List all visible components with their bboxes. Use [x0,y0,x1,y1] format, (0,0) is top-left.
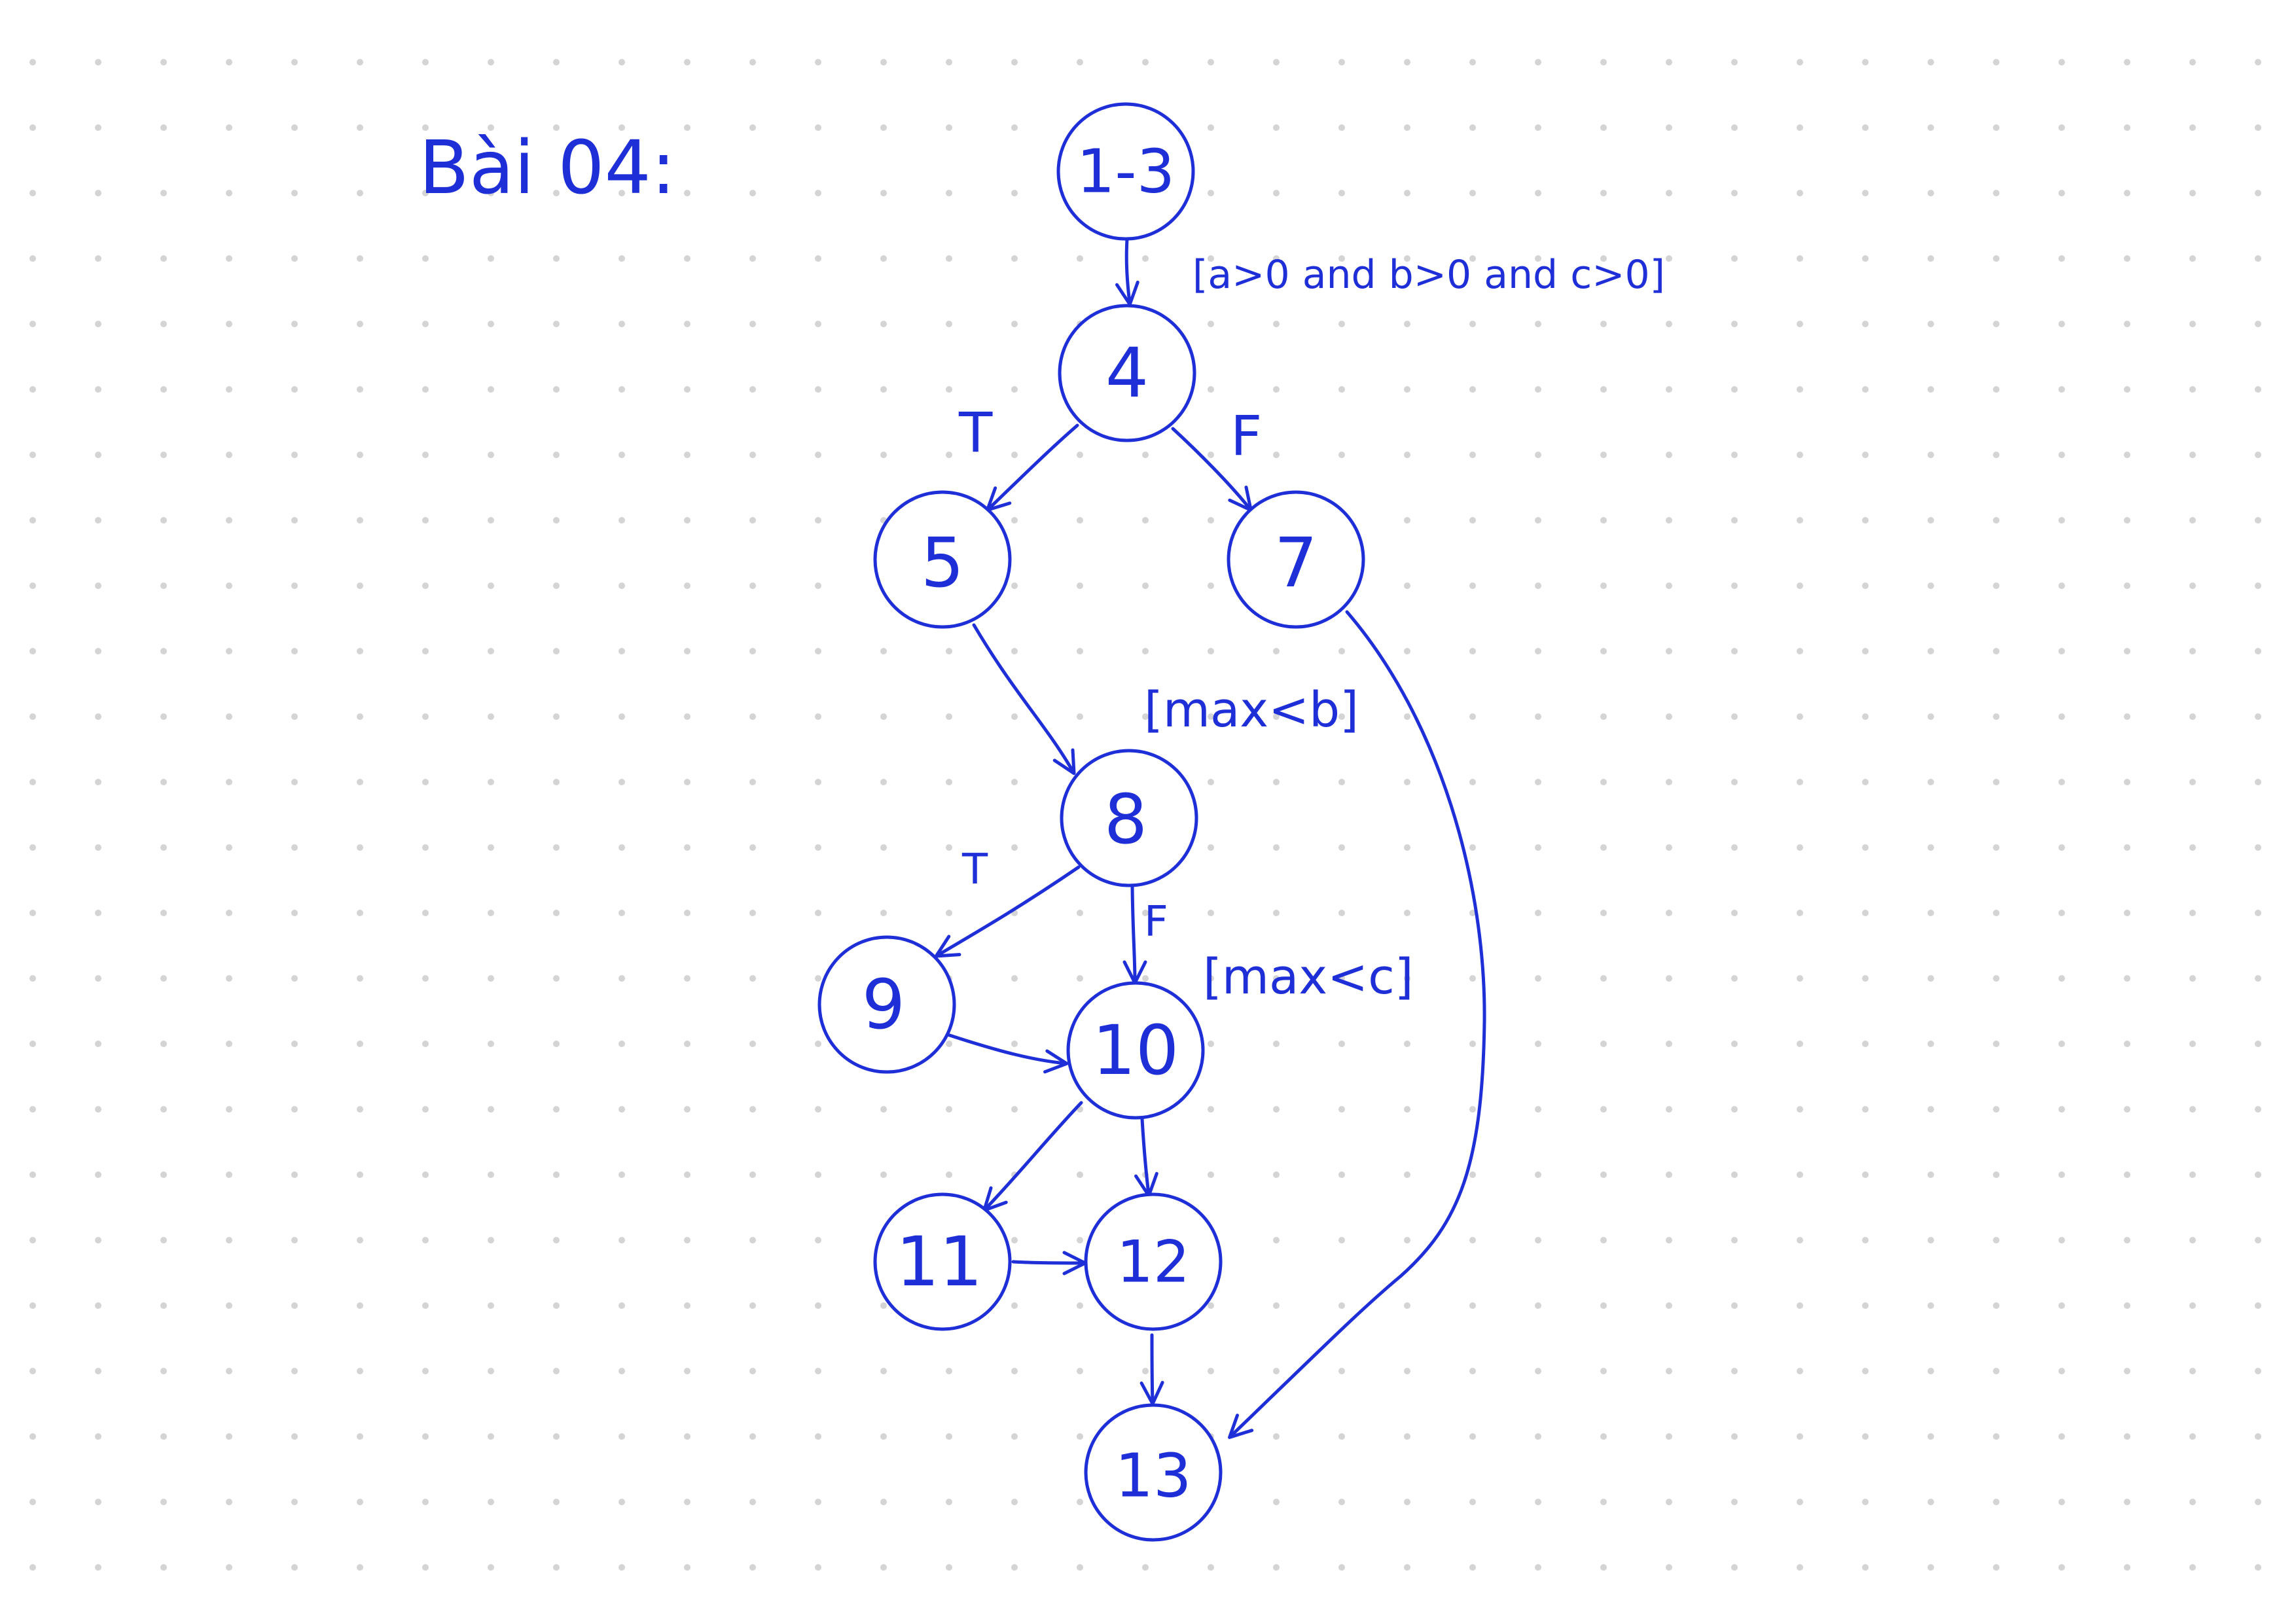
node-8: 8 [1060,749,1198,887]
node-13: 13 [1084,1403,1223,1542]
edges [934,237,1486,1439]
condition-annotations: [a>0 and b>0 and c>0] [max<b] [max<c] [1144,252,1665,1005]
node-circle [1227,490,1365,629]
node-circle [1066,981,1205,1120]
node-11: 11 [873,1192,1012,1331]
edge-label-4-7: F [1230,404,1262,468]
edge-5-to-8 [972,623,1076,776]
node-4: 4 [1058,304,1196,442]
node-circle [873,490,1012,629]
node-label: 9 [862,965,905,1044]
node-label: 4 [1105,333,1149,413]
edge-4-to-7 [1171,427,1253,512]
node-circle [1084,1403,1223,1542]
edge-10-to-12 [1134,1117,1158,1198]
node-9: 9 [817,935,956,1074]
condition-node-4: [a>0 and b>0 and c>0] [1193,252,1665,298]
node-label: 1-3 [1077,137,1175,207]
edge-8-to-9 [934,865,1081,958]
node-label: 10 [1092,1010,1179,1090]
edge-label-8-10: F [1144,898,1168,946]
nodes: 1-3 4 5 7 8 9 10 11 [817,102,1365,1542]
edge-12-to-13 [1139,1333,1164,1406]
edge-8-to-10 [1122,878,1147,985]
node-label: 8 [1104,779,1147,859]
edge-10-to-11 [982,1101,1083,1212]
node-circle [1060,749,1198,887]
node-circle [1056,102,1195,241]
edge-labels: T F T F [958,401,1262,946]
condition-node-10: [max<c] [1203,949,1414,1005]
node-circle [817,935,956,1074]
node-12: 12 [1084,1192,1223,1331]
edge-9-to-10 [944,1032,1069,1074]
node-10: 10 [1066,981,1205,1120]
page-title: Bài 04: [419,126,675,211]
node-circle [1058,304,1196,442]
edge-label-8-9: T [961,846,988,894]
node-5: 5 [873,490,1012,629]
edge-11-to-12 [1011,1251,1087,1275]
node-label: 5 [921,523,964,603]
edge-label-4-5: T [958,401,993,465]
node-1-3: 1-3 [1056,102,1195,241]
node-circle [873,1192,1012,1331]
condition-node-8: [max<b] [1144,682,1359,738]
edge-1-3-to-4 [1115,237,1139,306]
node-label: 12 [1117,1228,1190,1296]
node-label: 7 [1274,523,1318,603]
node-label: 11 [896,1222,982,1302]
edge-7-to-13 [1228,610,1486,1439]
edge-4-to-5 [986,423,1079,512]
node-7: 7 [1227,490,1365,629]
node-label: 13 [1115,1441,1191,1511]
node-circle [1084,1192,1223,1331]
